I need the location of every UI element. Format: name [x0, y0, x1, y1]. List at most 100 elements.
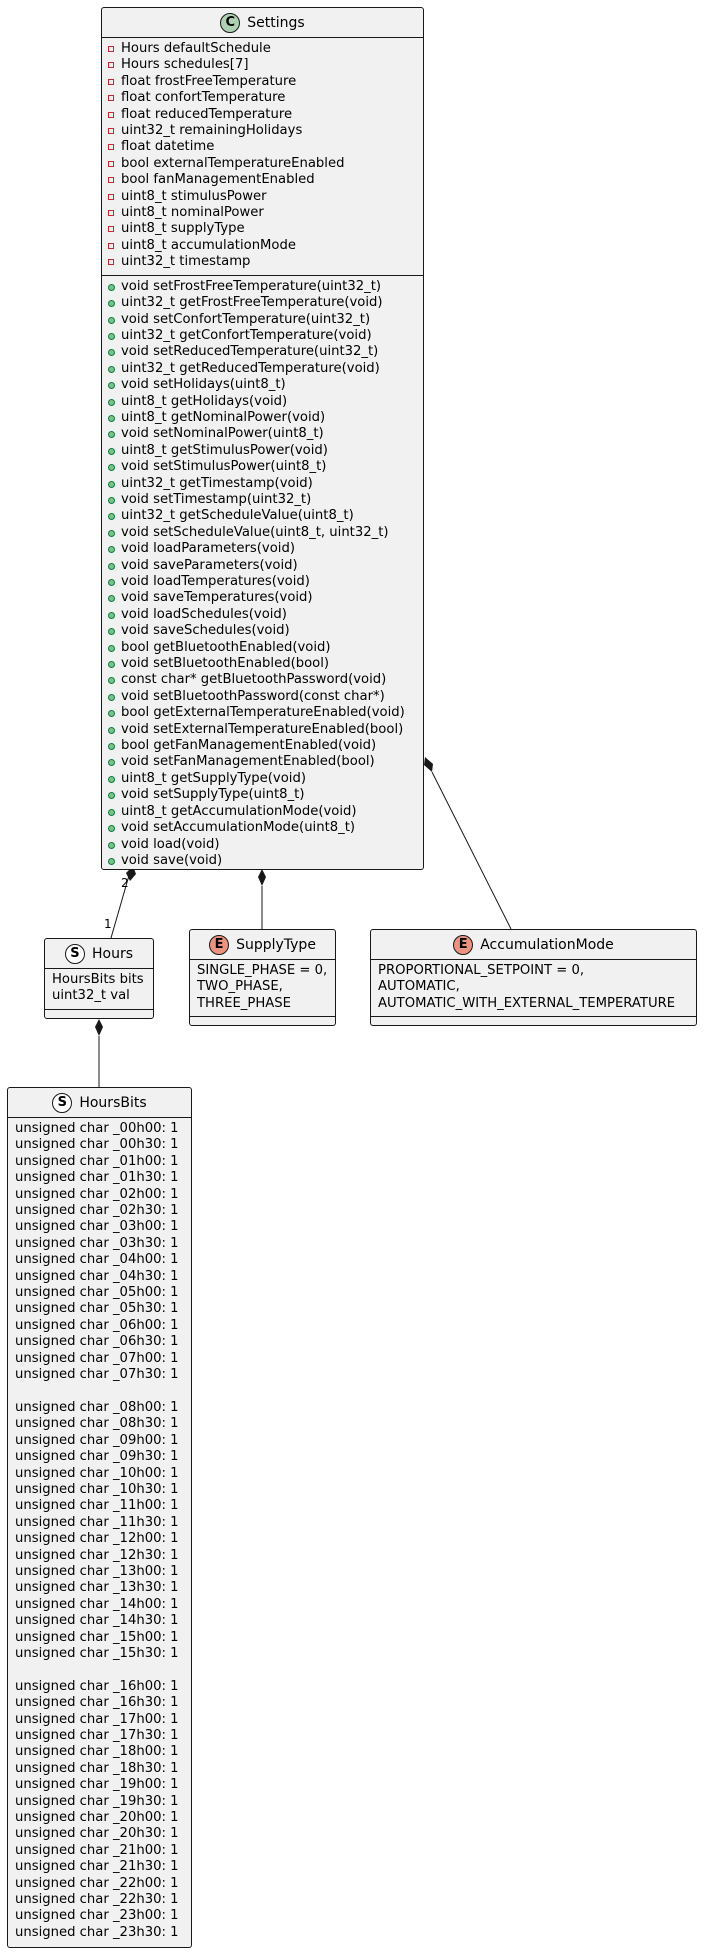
field-row: unsigned char _09h30: 1	[15, 1449, 179, 1465]
class-settings-name: Settings	[247, 14, 305, 31]
enum-stereotype-icon: E	[209, 934, 230, 955]
field-row: uint8_t supplyType	[102, 221, 423, 237]
enum-accumulationmode[interactable]: E AccumulationMode PROPORTIONAL_SETPOINT…	[370, 929, 697, 1026]
field-row: unsigned char _01h00: 1	[15, 1153, 179, 1169]
field-row: unsigned char _15h00: 1	[15, 1629, 179, 1645]
method-row: bool getExternalTemperatureEnabled(void)	[102, 705, 423, 721]
enum-accumulationmode-values: PROPORTIONAL_SETPOINT = 0,AUTOMATIC,AUTO…	[371, 960, 696, 1018]
method-row: void setStimulusPower(uint8_t)	[102, 459, 423, 475]
field-row: unsigned char _21h30: 1	[15, 1859, 179, 1875]
field-row: unsigned char _14h00: 1	[15, 1596, 179, 1612]
method-row: uint32_t getFrostFreeTemperature(void)	[102, 295, 423, 311]
field-row: unsigned char _14h30: 1	[15, 1613, 179, 1629]
struct-hoursbits-header: S HoursBits	[8, 1088, 191, 1118]
field-row: unsigned char _07h30: 1	[15, 1367, 179, 1383]
field-row: Hours schedules[7]	[102, 57, 423, 73]
class-settings-header: C Settings	[102, 8, 423, 38]
field-row: unsigned char _03h00: 1	[15, 1219, 179, 1235]
field-row: unsigned char _05h30: 1	[15, 1301, 179, 1317]
field-row: unsigned char _00h00: 1	[15, 1121, 179, 1136]
field-row: float frostFreeTemperature	[102, 74, 423, 90]
field-row: unsigned char _19h00: 1	[15, 1777, 179, 1793]
field-row: unsigned char _13h30: 1	[15, 1580, 179, 1596]
struct-hours-name: Hours	[91, 945, 133, 962]
composition-diamond-hours-hoursbits	[95, 1019, 103, 1036]
field-row: unsigned char _06h00: 1	[15, 1317, 179, 1333]
field-row: uint8_t stimulusPower	[102, 189, 423, 205]
field-row: THREE_PHASE	[197, 995, 291, 1011]
field-row: unsigned char _11h30: 1	[15, 1514, 179, 1530]
enum-accumulationmode-name: AccumulationMode	[480, 936, 614, 953]
field-row: unsigned char _10h30: 1	[15, 1481, 179, 1497]
field-row: HoursBits bits	[52, 972, 144, 987]
method-row: void setBluetoothPassword(const char*)	[102, 689, 423, 705]
method-row: void setScheduleValue(uint8_t, uint32_t)	[102, 525, 423, 541]
field-row: unsigned char _04h30: 1	[15, 1268, 179, 1284]
method-row: void setHolidays(uint8_t)	[102, 377, 423, 393]
method-row: void saveSchedules(void)	[102, 623, 423, 639]
method-row: void setFanManagementEnabled(bool)	[102, 754, 423, 770]
enum-supplytype-header: E SupplyType	[190, 930, 335, 960]
field-row: uint8_t nominalPower	[102, 205, 423, 221]
method-row: void setExternalTemperatureEnabled(bool)	[102, 722, 423, 738]
composition-line-settings-accumulationmode	[431, 771, 512, 930]
field-row: bool fanManagementEnabled	[102, 172, 423, 188]
field-row: unsigned char _12h00: 1	[15, 1531, 179, 1547]
method-row: uint32_t getConfortTemperature(void)	[102, 328, 423, 344]
method-row: bool getFanManagementEnabled(void)	[102, 738, 423, 754]
multiplicity-hours-end: 1	[104, 917, 112, 931]
field-row: unsigned char _19h30: 1	[15, 1793, 179, 1809]
field-row: unsigned char _12h30: 1	[15, 1547, 179, 1563]
method-row: void setSupplyType(uint8_t)	[102, 787, 423, 803]
enum-supplytype[interactable]: E SupplyType SINGLE_PHASE = 0,TWO_PHASE,…	[189, 929, 336, 1026]
multiplicity-settings-end: 2	[121, 876, 129, 890]
field-row: Hours defaultSchedule	[102, 41, 423, 57]
method-row: void loadParameters(void)	[102, 541, 423, 557]
field-row: unsigned char _20h00: 1	[15, 1810, 179, 1826]
method-row: void setReducedTemperature(uint32_t)	[102, 344, 423, 360]
method-row: uint8_t getAccumulationMode(void)	[102, 804, 423, 820]
method-row: void setConfortTemperature(uint32_t)	[102, 312, 423, 328]
field-row: unsigned char _13h00: 1	[15, 1563, 179, 1579]
field-row: unsigned char _01h30: 1	[15, 1170, 179, 1186]
struct-hoursbits-name: HoursBits	[79, 1094, 147, 1111]
method-row: void setTimestamp(uint32_t)	[102, 492, 423, 508]
field-row: uint32_t val	[52, 988, 130, 1004]
field-row: unsigned char _00h30: 1	[15, 1137, 179, 1153]
field-row: bool externalTemperatureEnabled	[102, 156, 423, 172]
field-row: uint8_t accumulationMode	[102, 238, 423, 254]
field-row: unsigned char _03h30: 1	[15, 1235, 179, 1251]
method-row: uint8_t getHolidays(void)	[102, 394, 423, 410]
method-row: void save(void)	[102, 853, 423, 869]
field-row: PROPORTIONAL_SETPOINT = 0,	[378, 963, 585, 978]
method-row: void load(void)	[102, 837, 423, 853]
field-row: unsigned char _23h00: 1	[15, 1908, 179, 1924]
field-row: unsigned char _02h30: 1	[15, 1203, 179, 1219]
struct-hours-header: S Hours	[45, 939, 153, 969]
enum-accumulationmode-header: E AccumulationMode	[371, 930, 696, 960]
field-row: unsigned char _20h30: 1	[15, 1826, 179, 1842]
field-row: SINGLE_PHASE = 0,	[197, 963, 328, 978]
enum-supplytype-name: SupplyType	[236, 936, 316, 953]
class-stereotype-icon: C	[220, 12, 241, 33]
method-row: void loadSchedules(void)	[102, 607, 423, 623]
method-row: bool getBluetoothEnabled(void)	[102, 640, 423, 656]
field-row: unsigned char _05h00: 1	[15, 1285, 179, 1301]
field-row: unsigned char _07h00: 1	[15, 1350, 179, 1366]
field-row: unsigned char _06h30: 1	[15, 1334, 179, 1350]
field-row: unsigned char _17h00: 1	[15, 1711, 179, 1727]
field-row: float confortTemperature	[102, 90, 423, 106]
field-row: unsigned char _10h00: 1	[15, 1465, 179, 1481]
method-row: void saveParameters(void)	[102, 558, 423, 574]
method-row: void setFrostFreeTemperature(uint32_t)	[102, 279, 423, 295]
method-row: const char* getBluetoothPassword(void)	[102, 672, 423, 688]
composition-diamond-settings-accumulationmode	[424, 757, 433, 772]
method-row: void setAccumulationMode(uint8_t)	[102, 820, 423, 836]
method-row: void setBluetoothEnabled(bool)	[102, 656, 423, 672]
field-row: AUTOMATIC,	[378, 979, 460, 995]
